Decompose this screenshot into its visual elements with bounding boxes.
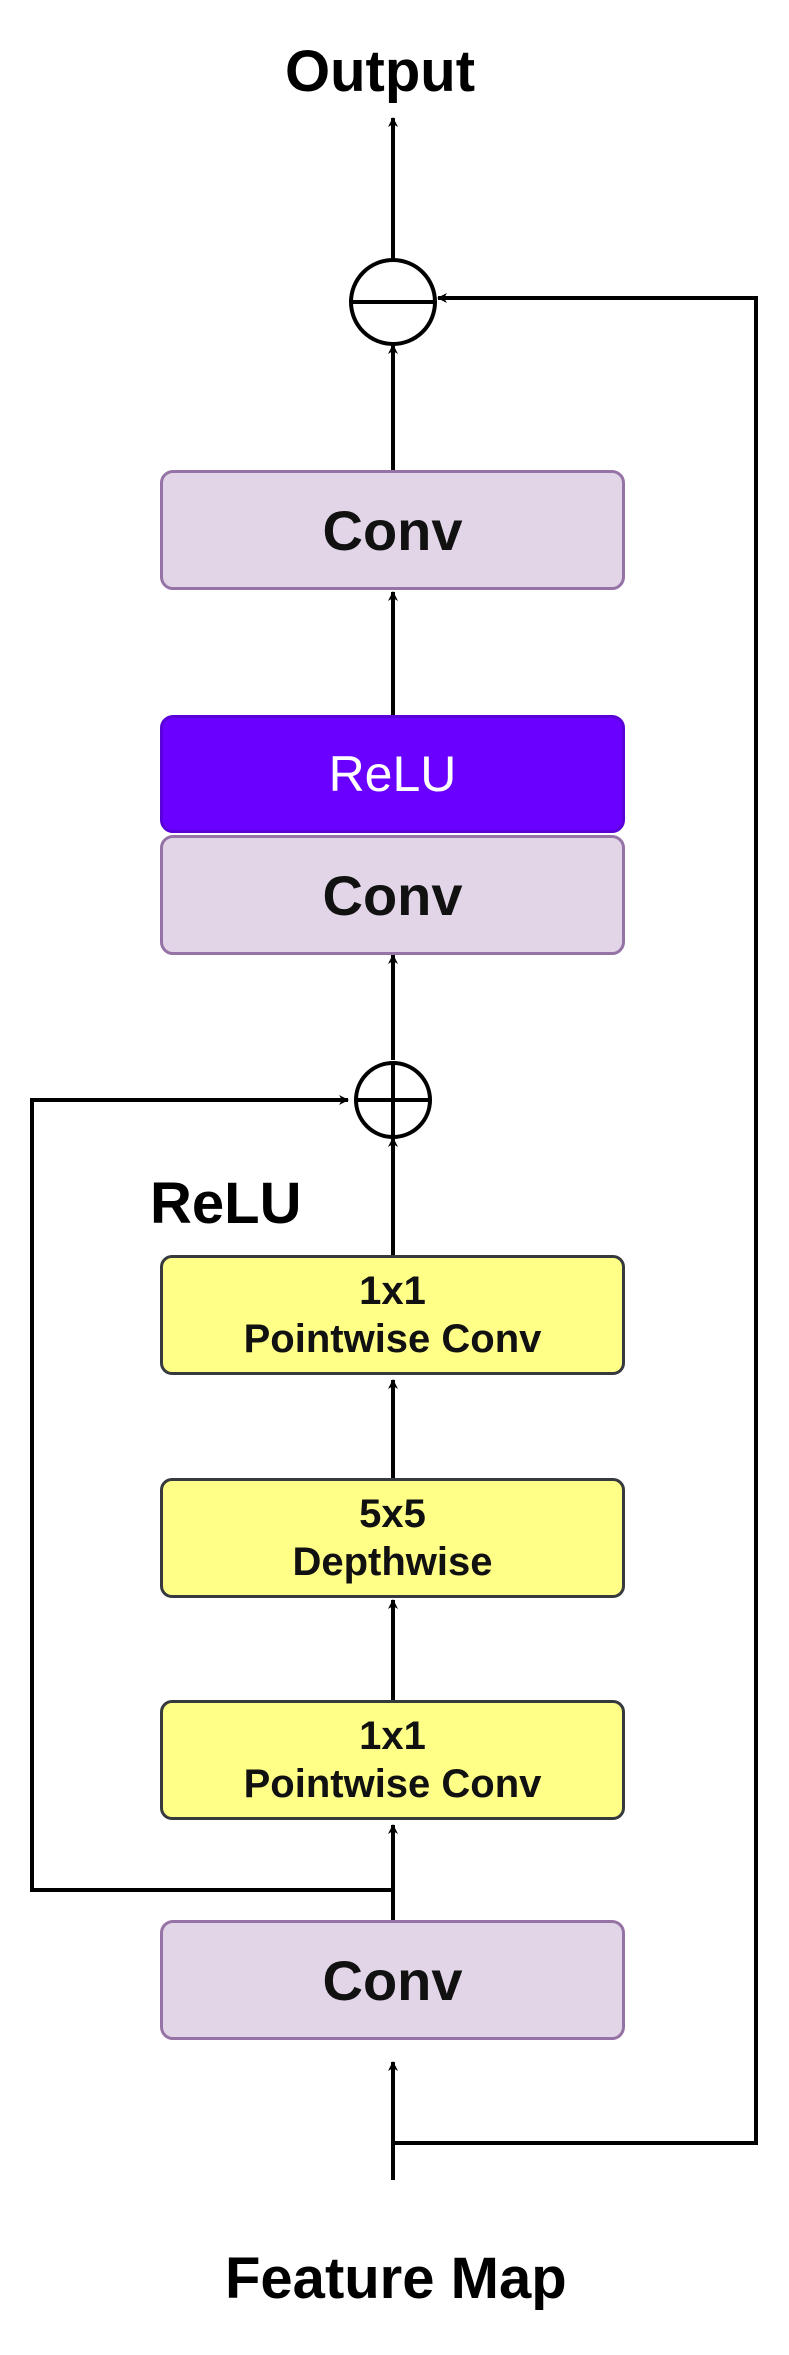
block-line-2: Depthwise (292, 1540, 493, 1584)
skip-connection-add (30, 1095, 393, 1892)
add-operator (354, 1061, 432, 1139)
block-line-2: Pointwise Conv (243, 1317, 542, 1361)
relu-side-label: ReLU (150, 1171, 302, 1236)
block-line-1: 1x1 (359, 1269, 426, 1313)
depthwise-block: 5x5 Depthwise (160, 1478, 625, 1598)
conv-block-top: Conv (160, 470, 625, 590)
block-line-1: 1x1 (359, 1714, 426, 1758)
pointwise-conv-block-bottom: 1x1 Pointwise Conv (160, 1700, 625, 1820)
feature-map-label: Feature Map (225, 2246, 567, 2311)
relu-block: ReLU (160, 715, 625, 833)
block-line-2: Pointwise Conv (243, 1762, 542, 1806)
block-line-1: 5x5 (359, 1492, 426, 1536)
subtract-operator (349, 258, 437, 346)
conv-block-middle: Conv (160, 835, 625, 955)
skip-connection-subtract (393, 293, 758, 2145)
conv-block-bottom: Conv (160, 1920, 625, 2040)
output-label: Output (285, 39, 476, 104)
pointwise-conv-block-top: 1x1 Pointwise Conv (160, 1255, 625, 1375)
